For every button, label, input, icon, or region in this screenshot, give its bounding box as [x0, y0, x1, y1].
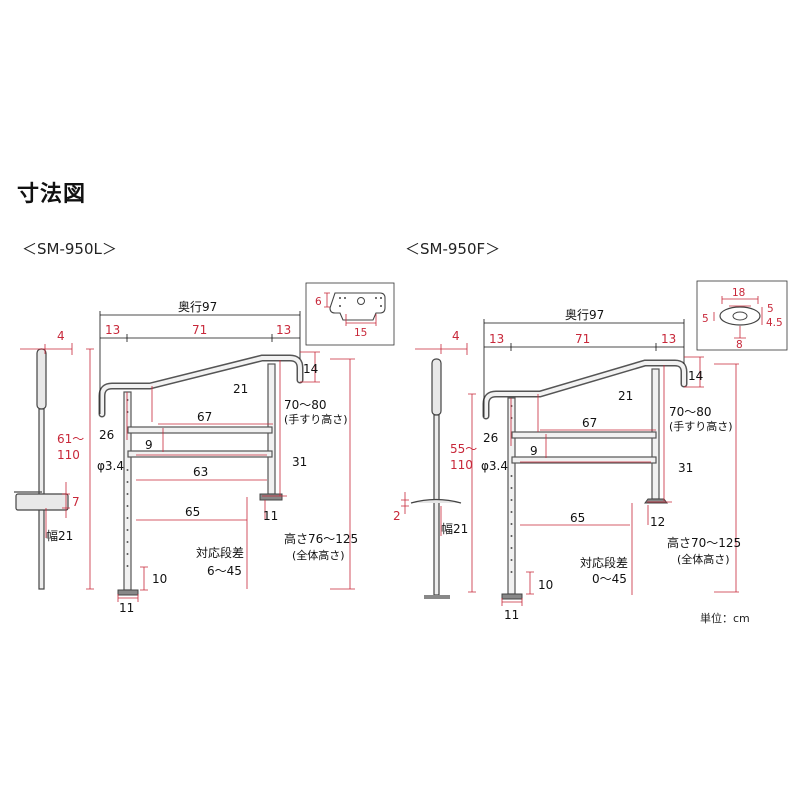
sm950f-bracket-inset [696, 280, 788, 351]
sm950l-drawing: 奥行97 13 71 13 4 61～ 110 7 幅21 26 21 67 9… [14, 282, 395, 615]
sm950f-dim-9: 9 [530, 444, 538, 458]
sm950f-dim-12: 12 [650, 515, 665, 529]
sm950l-dim-phi: φ3.4 [97, 459, 124, 473]
sm950f-dim-26: 26 [483, 431, 498, 445]
sm950f-dim-14: 14 [688, 369, 703, 383]
sm950f-seg-13a: 13 [489, 332, 504, 346]
sm950l-base-h: 7 [72, 495, 80, 509]
sm950l-dim-11b: 11 [119, 601, 134, 615]
sm950f-dim-21: 21 [618, 389, 633, 403]
sm950l-dimension-labels: 奥行97 13 71 13 4 61～ 110 7 幅21 26 21 67 9… [46, 296, 367, 615]
sm950f-total2: (全体高さ) [677, 552, 730, 566]
sm950f-inset-5b: 5 [767, 303, 774, 315]
sm950l-total1: 高さ76～125 [284, 531, 358, 546]
sm950l-rail-h1: 70～80 [284, 398, 327, 412]
sm950l-dim-14: 14 [303, 362, 318, 376]
sm950l-dim-26: 26 [99, 428, 114, 442]
sm950f-dimension-labels: 奥行97 13 71 13 4 55～ 110 2 幅21 26 21 67 9… [393, 287, 783, 622]
sm950l-dimension-lines [20, 311, 355, 602]
sm950f-step1: 対応段差 [580, 555, 628, 570]
sm950f-dim-65: 65 [570, 511, 585, 525]
sm950f-rail-h1: 70～80 [669, 405, 712, 419]
sm950f-seg-13b: 13 [661, 332, 676, 346]
model-label-sm950l: ＜SM-950L＞ [22, 240, 117, 258]
sm950f-grip-h2: 110 [450, 458, 473, 472]
sm950l-rail-h2: (手すり高さ) [284, 412, 348, 426]
sm950f-grip-h1: 55～ [450, 442, 477, 456]
sm950l-bracket-inset [305, 282, 395, 346]
sm950f-inset-5a: 5 [702, 313, 709, 325]
unit-note: 単位：cm [700, 612, 750, 625]
sm950f-drawing: 奥行97 13 71 13 4 55～ 110 2 幅21 26 21 67 9… [393, 280, 788, 622]
sm950f-dim-31: 31 [678, 461, 693, 475]
sm950l-dim-21: 21 [233, 382, 248, 396]
sm950f-handrail-frame [482, 359, 688, 600]
sm950f-dim-10: 10 [538, 578, 553, 592]
sm950l-dim-67: 67 [197, 410, 212, 424]
sm950l-inset-15: 15 [354, 327, 367, 339]
sm950l-seg-71: 71 [192, 323, 207, 337]
sm950f-step2: 0～45 [592, 572, 627, 586]
sm950f-dim-67: 67 [582, 416, 597, 430]
sm950l-total2: (全体高さ) [292, 548, 345, 562]
sm950l-post-top: 4 [57, 329, 65, 343]
sm950l-dim-31: 31 [292, 455, 307, 469]
sm950f-dim-phi: φ3.4 [481, 459, 508, 473]
sm950f-dim-11b: 11 [504, 608, 519, 622]
sm950l-depth: 奥行97 [178, 300, 217, 314]
sm950l-dim-65: 65 [185, 505, 200, 519]
sm950f-rail-h2: (手すり高さ) [669, 419, 733, 433]
sm950f-dimension-lines [401, 319, 739, 606]
page-title: 寸法図 [17, 182, 87, 207]
sm950l-grip-h1: 61～ [57, 432, 84, 446]
sm950l-dim-9: 9 [145, 438, 153, 452]
sm950f-total1: 高さ70～125 [667, 535, 741, 550]
model-label-sm950f: ＜SM-950F＞ [405, 240, 501, 258]
sm950l-inset-6: 6 [315, 296, 322, 308]
sm950l-seg-13b: 13 [276, 323, 291, 337]
sm950f-post-top: 4 [452, 329, 460, 343]
sm950f-inset-8: 8 [736, 339, 743, 351]
sm950l-dim-11r: 11 [263, 509, 278, 523]
sm950f-depth: 奥行97 [565, 308, 604, 322]
sm950l-grip-h2: 110 [57, 448, 80, 462]
sm950f-side-post [410, 358, 462, 599]
sm950l-handrail-frame [98, 354, 304, 596]
sm950l-step1: 対応段差 [196, 545, 244, 560]
sm950f-inset-45: 4.5 [766, 317, 783, 329]
sm950l-step2: 6～45 [207, 564, 242, 578]
sm950l-base-w: 幅21 [46, 528, 73, 543]
sm950f-seg-71: 71 [575, 332, 590, 346]
sm950l-dim-63: 63 [193, 465, 208, 479]
sm950l-dim-10: 10 [152, 572, 167, 586]
sm950l-side-post [14, 348, 69, 590]
sm950f-base-h: 2 [393, 509, 401, 523]
sm950f-inset-18: 18 [732, 287, 745, 299]
sm950f-base-w: 幅21 [441, 521, 468, 536]
sm950l-seg-13a: 13 [105, 323, 120, 337]
